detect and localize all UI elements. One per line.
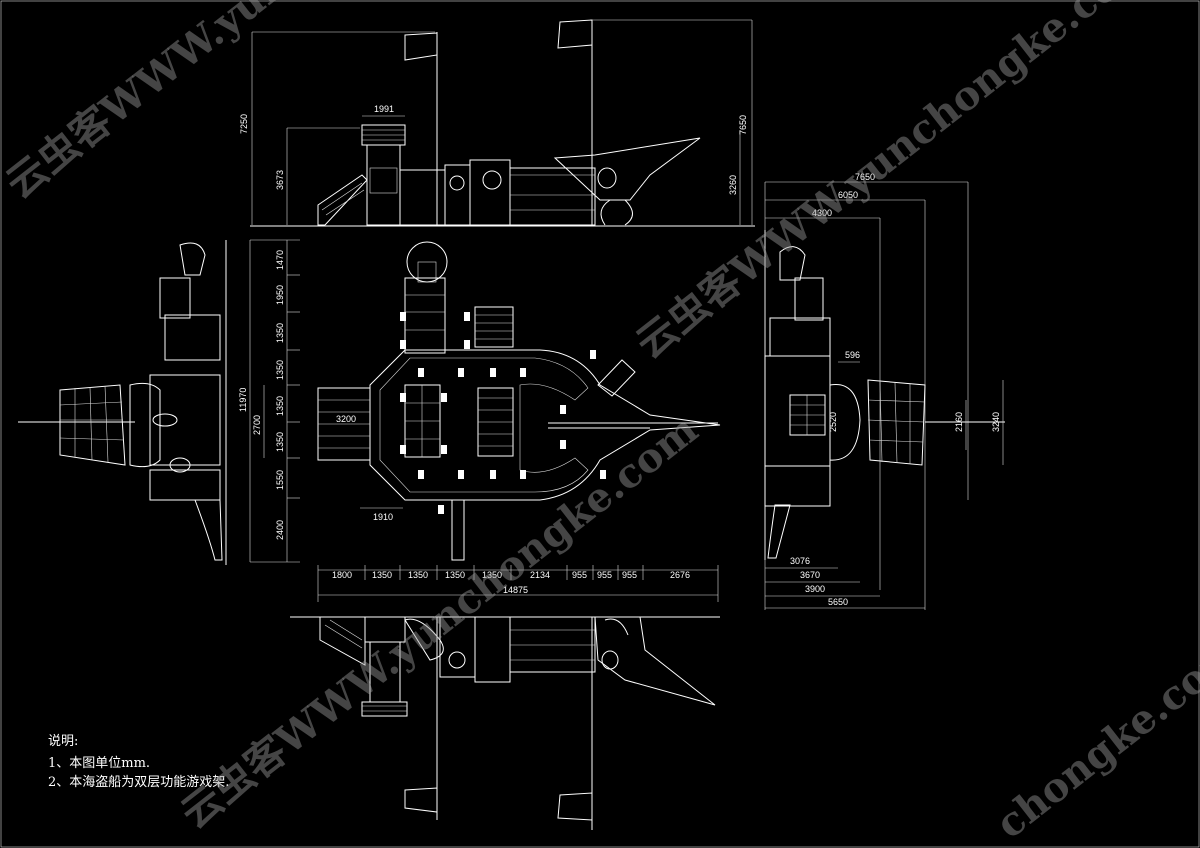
dim-label: 1350	[372, 570, 392, 580]
notes-line-2: 2、本海盗船为双层功能游戏架.	[48, 774, 229, 790]
dim-label: 3673	[275, 170, 285, 190]
dim-label: 2520	[828, 412, 838, 432]
notes-line-1: 1、本图单位mm.	[48, 756, 150, 771]
dim-label: 955	[572, 570, 587, 580]
dim-label: 7250	[239, 114, 249, 134]
dim-label: 5650	[828, 597, 848, 607]
dim-label: 3076	[790, 556, 810, 566]
plan-view: 1470 1950 1350 1350 1350 1350 1550 2400 …	[238, 239, 721, 602]
dim-label: 955	[622, 570, 637, 580]
watermark-text: chongke.com	[987, 628, 1200, 848]
notes-heading: 说明:	[48, 734, 78, 749]
dim-label: 7650	[855, 172, 875, 182]
dim-label: 1910	[373, 512, 393, 522]
dim-label: 2160	[954, 412, 964, 432]
dim-label: 1950	[275, 285, 285, 305]
right-side-view: 7650 6050 4300 596 2160 3240 2520	[764, 172, 1005, 610]
dim-label: 3260	[728, 175, 738, 195]
dim-label: 596	[845, 350, 860, 360]
dim-label: 2400	[275, 520, 285, 540]
dim-label: 3200	[336, 414, 356, 424]
dim-label: 955	[597, 570, 612, 580]
bottom-elevation-view	[290, 616, 720, 830]
dim-label: 1800	[332, 570, 352, 580]
dim-label: 2134	[530, 570, 550, 580]
dim-label: 1991	[374, 104, 394, 114]
dim-label: 1350	[275, 432, 285, 452]
dim-label: 1350	[408, 570, 428, 580]
dim-label: 3900	[805, 584, 825, 594]
dim-label: 11970	[238, 388, 248, 412]
dim-label: 2700	[252, 415, 262, 435]
dim-label: 7650	[738, 115, 748, 135]
dim-label: 3240	[991, 412, 1001, 432]
top-elevation-view: 1991 7250 3673 7650 3260	[239, 19, 755, 227]
dim-label: 1350	[275, 323, 285, 343]
dim-total: 14875	[503, 585, 528, 595]
dim-label: 1350	[445, 570, 465, 580]
watermark-text: 云虫客WWW.yunchongke.com	[172, 406, 706, 838]
watermark-text: 云虫客WWW.yunchongke.com	[0, 0, 532, 208]
watermark-text: 云虫客WWW.yunchongke.com	[627, 0, 1161, 368]
dim-label: 1350	[275, 360, 285, 380]
dim-label: 1350	[482, 570, 502, 580]
dim-label: 2676	[670, 570, 690, 580]
notes-block: 说明: 1、本图单位mm. 2、本海盗船为双层功能游戏架.	[48, 734, 229, 790]
dim-label: 4300	[812, 208, 832, 218]
dim-label: 6050	[838, 190, 858, 200]
dim-label: 3670	[800, 570, 820, 580]
dim-label: 1550	[275, 470, 285, 490]
dim-label: 1470	[275, 250, 285, 270]
dim-label: 1350	[275, 396, 285, 416]
left-side-view	[18, 240, 227, 565]
